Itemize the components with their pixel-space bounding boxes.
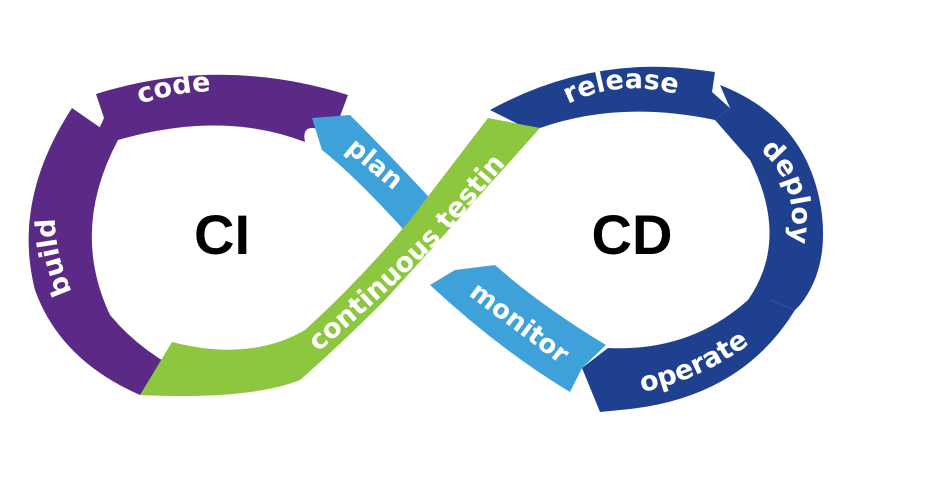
monitor-segment <box>430 265 606 392</box>
cd-center-label: CD <box>592 203 673 266</box>
code-segment <box>94 74 348 142</box>
build-segment <box>28 108 195 395</box>
release-segment <box>490 66 730 128</box>
ci-center-label: CI <box>194 203 250 266</box>
continuous-testing-arrow <box>140 118 540 396</box>
deploy-segment <box>715 85 824 310</box>
operate-segment <box>582 300 795 412</box>
